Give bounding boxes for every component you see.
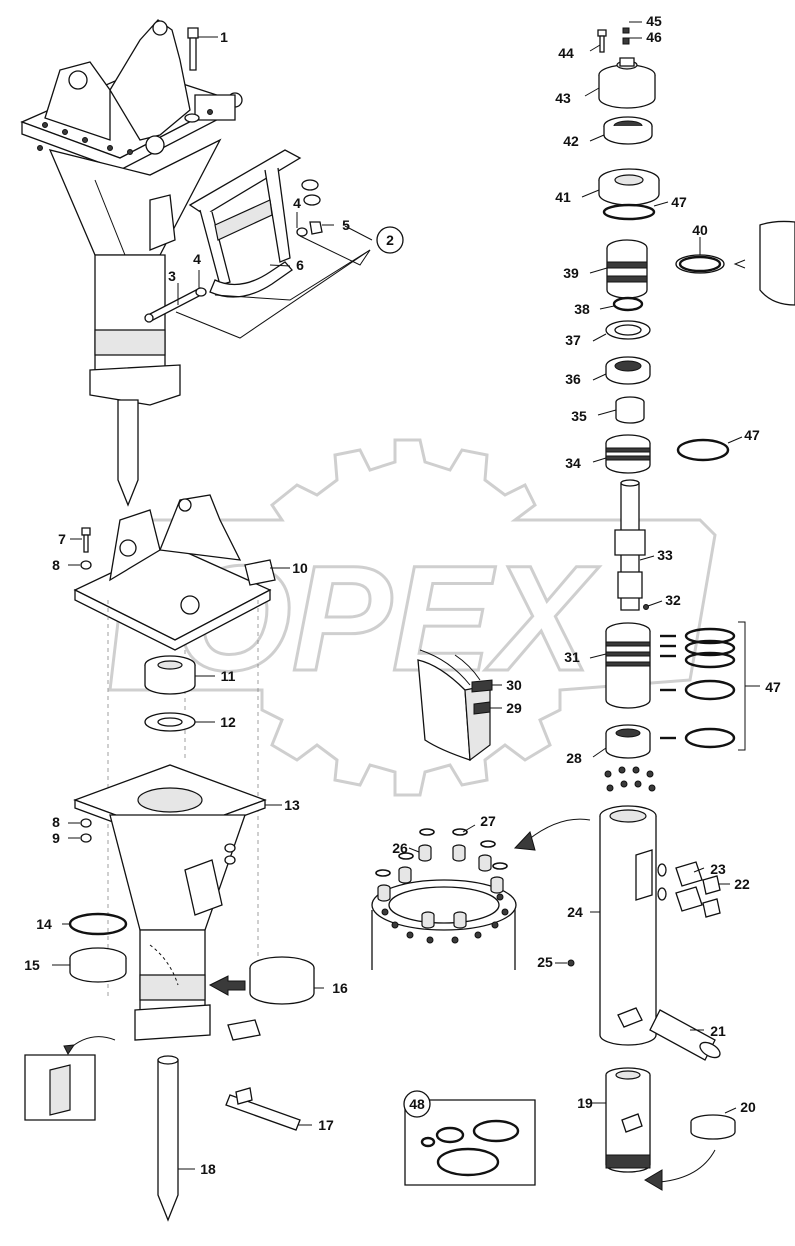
callout-c44: 44 [558,45,574,61]
callout-c16: 16 [332,980,348,996]
callout-c10: 10 [292,560,308,576]
callout-c32: 32 [665,592,681,608]
callout-c33: 33 [657,547,673,563]
callout-c43: 43 [555,90,571,106]
callout-c3: 3 [168,268,176,284]
callout-c47c: 47 [765,679,781,695]
callout-c23: 23 [710,861,726,877]
callout-c47a: 47 [671,194,687,210]
callout-c18: 18 [200,1161,216,1177]
callout-c2: 2 [386,232,394,248]
mount-bracket-assembly [20,19,404,507]
watermark-logo: OPEX [108,438,717,797]
callout-c42: 42 [563,133,579,149]
callout-c46: 46 [646,29,662,45]
callout-c38: 38 [574,301,590,317]
callout-c29: 29 [506,700,522,716]
callout-c25: 25 [537,954,553,970]
callout-c14: 14 [36,916,52,932]
callout-c41: 41 [555,189,571,205]
callout-c45: 45 [646,13,662,29]
callout-c19: 19 [577,1095,593,1111]
callout-c4a: 4 [193,251,201,267]
callout-c8b: 8 [52,814,60,830]
callout-c39: 39 [563,265,579,281]
watermark-text: OPEX [175,534,600,702]
lower-body-assembly [24,494,324,1222]
callout-c6: 6 [296,257,304,273]
callout-c17: 17 [318,1117,334,1133]
callout-c13: 13 [284,797,300,813]
callout-c37: 37 [565,332,581,348]
callout-c34: 34 [565,455,581,471]
callout-c21: 21 [710,1023,726,1039]
callout-c47b: 47 [744,427,760,443]
valve-stack-column [555,21,795,1191]
callout-c36: 36 [565,371,581,387]
callout-c40: 40 [692,222,708,238]
callout-c26: 26 [392,840,408,856]
callout-c7: 7 [58,531,66,547]
callout-c11: 11 [221,668,236,684]
callout-c20: 20 [740,1099,756,1115]
callout-c15: 15 [24,957,40,973]
callout-c35: 35 [571,408,587,424]
callout-c5: 5 [342,217,350,233]
callout-c9: 9 [52,830,60,846]
callout-c27: 27 [480,813,496,829]
callout-c8a: 8 [52,557,60,573]
callout-c31: 31 [564,649,580,665]
callout-c1: 1 [220,29,228,45]
callout-c30: 30 [506,677,522,693]
callout-c12: 12 [220,714,236,730]
callout-c24: 24 [567,904,583,920]
center-detail-views [371,649,591,1186]
callout-c48: 48 [409,1096,425,1112]
callout-c22: 22 [734,876,750,892]
callout-c28: 28 [566,750,582,766]
callout-c4b: 4 [293,195,301,211]
